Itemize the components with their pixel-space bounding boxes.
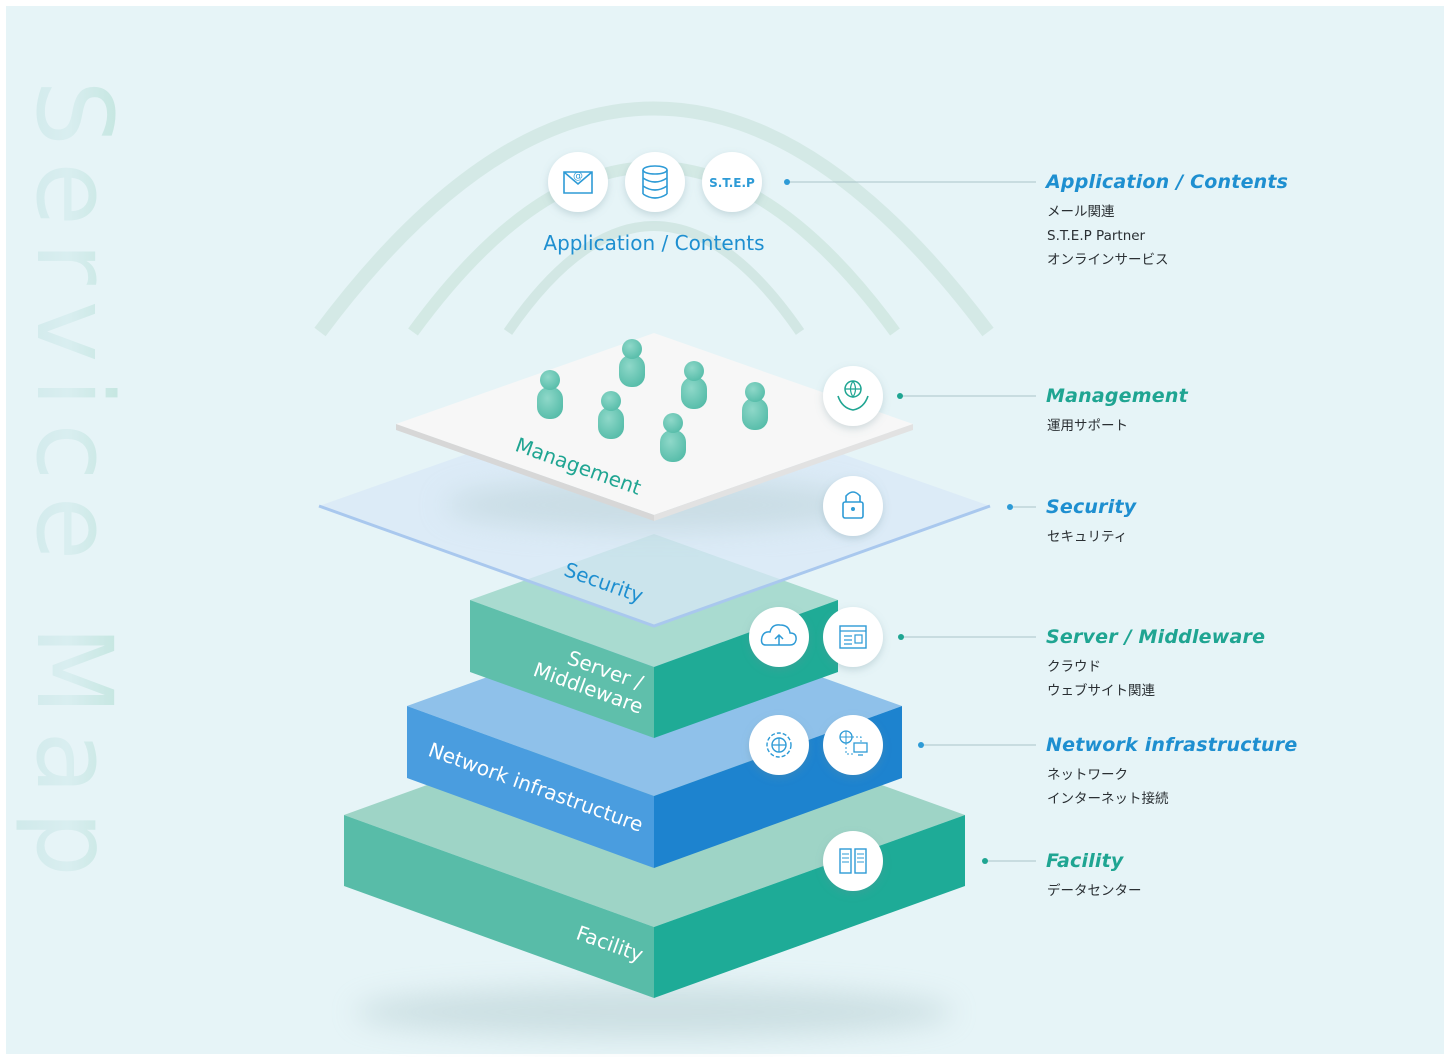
step-icon: S.T.E.P [702,152,762,212]
leader-lines [784,179,1036,864]
legend-title-facility: Facility [1046,850,1124,872]
person-figure [619,339,645,387]
legend-title-security: Security [1046,496,1137,518]
operator-figures [537,339,768,462]
legend-desc-security: セキュリティ [1047,525,1127,549]
legend-desc-facility: データセンター [1047,879,1142,903]
legend-item: メール関連 [1047,204,1115,220]
legend-desc-application: メール関連 S.T.E.P Partner オンラインサービス [1047,200,1169,272]
svg-text:@: @ [573,171,583,182]
browser-window-icon [823,607,883,667]
signal-arc-inner [503,221,805,335]
legend-item: セキュリティ [1047,529,1128,545]
legend-item: クラウド [1047,659,1101,675]
watermark-title: Service Map [13,80,135,893]
application-contents-label: Application / Contents [543,231,764,255]
mail-icon: @ [548,152,608,212]
legend-desc-server: クラウド ウェブサイト関連 [1047,655,1155,703]
legend-title-network: Network infrastructure [1046,734,1298,756]
person-figure [681,361,707,409]
application-icons: @ S.T.E.P [548,152,762,212]
legend-item: オンラインサービス [1047,252,1169,268]
person-figure [660,413,686,462]
globe-target-icon [749,715,809,775]
signal-arc-outer [314,101,994,337]
database-icon [625,152,685,212]
person-figure [598,391,624,439]
network-computer-icon [823,715,883,775]
server-rack-icon [823,831,883,891]
legend-title-application: Application / Contents [1046,171,1289,193]
legend-item: データセンター [1047,883,1142,899]
cloud-upload-icon [749,607,809,667]
legend-item: インターネット接続 [1047,791,1169,807]
signal-arcs [314,101,994,337]
legend-item: ネットワーク [1047,767,1128,783]
legend-title-management: Management [1046,385,1188,407]
management-layer: Management [396,333,913,531]
step-badge: S.T.E.P [709,176,755,190]
legend-desc-network: ネットワーク インターネット接続 [1047,763,1169,811]
person-figure [537,370,563,419]
legend-title-server: Server / Middleware [1046,626,1266,648]
lock-icon [823,476,883,536]
person-figure [742,382,768,430]
legend-item: 運用サポート [1047,418,1128,434]
legend-desc-management: 運用サポート [1047,414,1128,438]
legend-item: ウェブサイト関連 [1047,683,1155,699]
globe-hands-icon [823,366,883,426]
legend-item: S.T.E.P Partner [1047,228,1146,244]
